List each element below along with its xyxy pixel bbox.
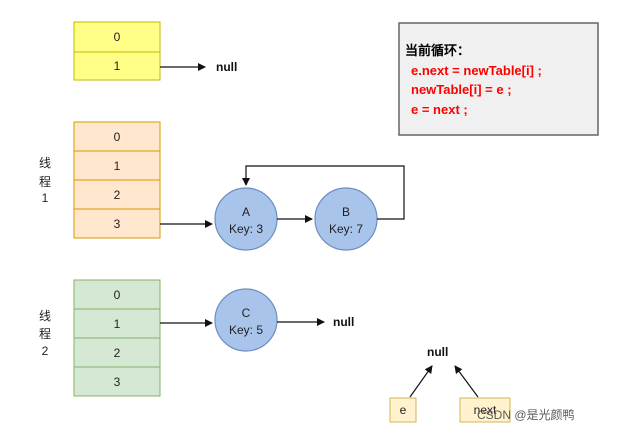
thread2-label-char-1: 程 xyxy=(39,326,51,341)
watermark: CSDN @是光颜鸭 xyxy=(477,407,575,422)
thread1-label-char-2: 1 xyxy=(42,191,49,205)
next-pointer-box xyxy=(459,397,511,423)
thread1-cell-0-label: 0 xyxy=(114,130,121,144)
thread1-table: 0 1 2 3 xyxy=(73,121,161,239)
node-a-key: Key: 3 xyxy=(229,222,263,236)
e-pointer-label: e xyxy=(400,403,407,417)
thread2-cell-3-label: 3 xyxy=(114,375,121,389)
node-b xyxy=(314,187,378,251)
top-table: 0 1 xyxy=(73,21,161,81)
next-pointer-label: next xyxy=(474,403,497,417)
thread2-cell-1-label: 1 xyxy=(114,317,121,331)
code-box-title: 当前循环： xyxy=(405,43,470,58)
code-line-2: newTable[i] = e ; xyxy=(411,82,512,97)
thread1-cell-2-label: 2 xyxy=(114,188,121,202)
thread1-label-char-1: 程 xyxy=(39,174,51,189)
node-c xyxy=(214,288,278,352)
next-to-null-arrow xyxy=(454,365,479,398)
node-a-name: A xyxy=(242,205,250,219)
b-to-a-loop-arrow xyxy=(242,165,405,220)
thread2-cell-2-label: 2 xyxy=(114,346,121,360)
top-table-null-label: null xyxy=(216,60,237,74)
top-table-cell-1 xyxy=(73,51,161,81)
top-table-cell-0-label: 0 xyxy=(114,30,121,44)
thread1-cell-2 xyxy=(73,179,161,210)
e-to-null-arrow xyxy=(409,365,433,398)
thread1-cell-3 xyxy=(73,208,161,239)
top-table-cell-0 xyxy=(73,21,161,53)
thread2-cell-3 xyxy=(73,366,161,397)
node-c-key: Key: 5 xyxy=(229,323,263,337)
node-a xyxy=(214,187,278,251)
node-b-name: B xyxy=(342,205,350,219)
thread1-label: 线 程 1 xyxy=(39,156,51,205)
code-box: 当前循环： e.next = newTable[i] ; newTable[i]… xyxy=(398,22,599,136)
thread1-cell-3-label: 3 xyxy=(114,217,121,231)
thread2-label: 线 程 2 xyxy=(39,309,51,358)
thread2-null-label: null xyxy=(333,315,354,329)
thread2-cell-0-label: 0 xyxy=(114,288,121,302)
thread1-cell-1-label: 1 xyxy=(114,159,121,173)
code-line-1: e.next = newTable[i] ; xyxy=(411,63,542,78)
thread2-cell-0 xyxy=(73,279,161,310)
thread2-cell-2 xyxy=(73,337,161,368)
top-table-cell-1-label: 1 xyxy=(114,59,121,73)
thread1-label-char-0: 线 xyxy=(39,156,51,170)
thread2-label-char-2: 2 xyxy=(42,344,49,358)
pointer-null-label: null xyxy=(427,345,448,359)
thread2-label-char-0: 线 xyxy=(39,309,51,323)
node-c-name: C xyxy=(242,306,251,320)
thread2-table: 0 1 2 3 xyxy=(73,279,161,397)
node-b-key: Key: 7 xyxy=(329,222,363,236)
e-pointer-box xyxy=(389,397,417,423)
code-line-3: e = next ; xyxy=(411,102,468,117)
